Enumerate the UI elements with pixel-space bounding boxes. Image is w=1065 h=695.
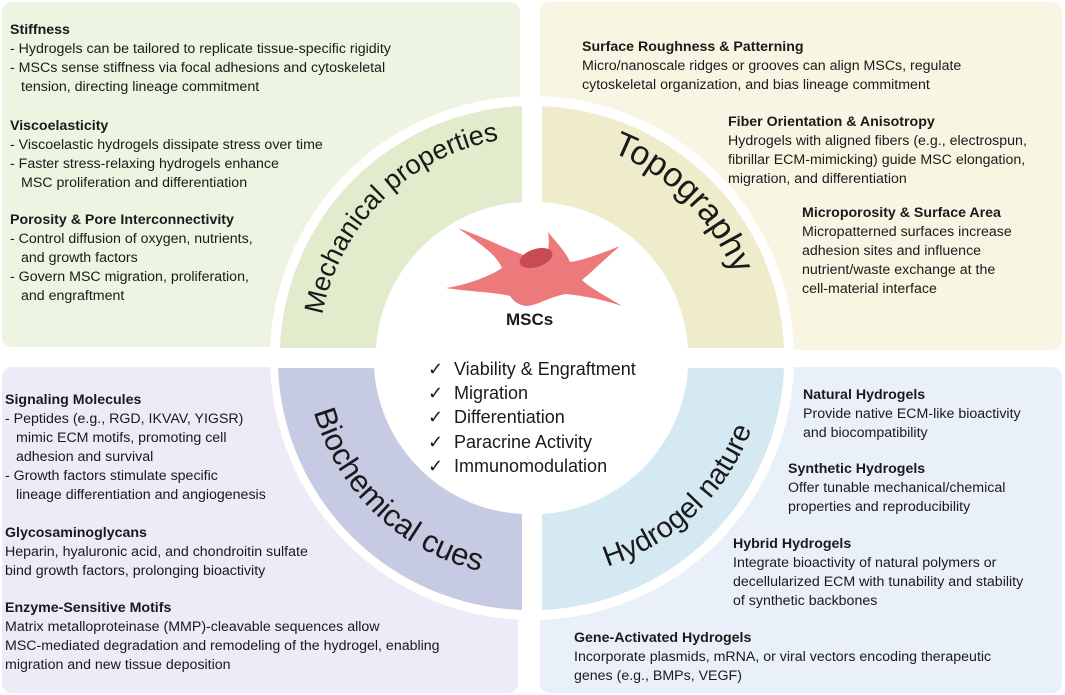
viscoelasticity-block: Viscoelasticity - Viscoelastic hydrogels…: [10, 118, 323, 191]
msc-nucleus-icon: [519, 247, 553, 269]
hybrid-hydrogels-title: Hybrid Hydrogels: [733, 536, 852, 552]
stiffness-title: Stiffness: [10, 22, 70, 38]
outcome-item: ✓Viability & Engraftment: [428, 357, 636, 381]
microporosity-title: Microporosity & Surface Area: [802, 205, 1001, 221]
hybrid-hydrogels-block: Hybrid Hydrogels Integrate bioactivity o…: [733, 536, 1024, 609]
outcome-item: ✓Differentiation: [428, 405, 636, 429]
fiber-block: Fiber Orientation & Anisotropy Hydrogels…: [728, 114, 1027, 187]
outcome-item: ✓Paracrine Activity: [428, 430, 636, 454]
enzyme-block: Enzyme-Sensitive Motifs Matrix metallopr…: [5, 600, 440, 673]
topography-arc-segment: [542, 106, 784, 348]
check-icon: ✓: [428, 431, 444, 452]
gene-hydrogels-title: Gene-Activated Hydrogels: [574, 630, 752, 646]
synthetic-hydrogels-block: Synthetic Hydrogels Offer tunable mechan…: [788, 461, 1006, 515]
signaling-block: Signaling Molecules - Peptides (e.g., RG…: [5, 392, 266, 503]
check-icon: ✓: [428, 383, 444, 404]
signaling-title: Signaling Molecules: [5, 392, 142, 408]
msc-label: MSCs: [506, 310, 554, 329]
check-icon: ✓: [428, 359, 444, 379]
mechanical-arc-segment: [280, 106, 522, 348]
gene-hydrogels-block: Gene-Activated Hydrogels Incorporate pla…: [574, 630, 992, 684]
porosity-title: Porosity & Pore Interconnectivity: [10, 212, 234, 228]
roughness-block: Surface Roughness & Patterning Micro/nan…: [582, 39, 962, 93]
gag-title: Glycosaminoglycans: [5, 525, 147, 541]
outcome-list: ✓Viability & Engraftment ✓Migration ✓Dif…: [428, 357, 636, 478]
porosity-block: Porosity & Pore Interconnectivity - Cont…: [10, 212, 253, 304]
outcome-item: ✓Migration: [428, 381, 636, 405]
viscoelasticity-title: Viscoelasticity: [10, 118, 109, 134]
ring-center: [378, 204, 686, 512]
synthetic-hydrogels-title: Synthetic Hydrogels: [788, 461, 926, 477]
fiber-title: Fiber Orientation & Anisotropy: [728, 114, 935, 130]
check-icon: ✓: [428, 407, 444, 428]
microporosity-block: Microporosity & Surface Area Micropatter…: [802, 205, 1012, 297]
enzyme-title: Enzyme-Sensitive Motifs: [5, 600, 172, 616]
natural-hydrogels-title: Natural Hydrogels: [803, 387, 926, 403]
stiffness-block: Stiffness - Hydrogels can be tailored to…: [10, 22, 391, 95]
gag-block: Glycosaminoglycans Heparin, hyaluronic a…: [5, 525, 308, 579]
roughness-title: Surface Roughness & Patterning: [582, 39, 804, 55]
natural-hydrogels-block: Natural Hydrogels Provide native ECM-lik…: [803, 387, 1021, 441]
hydrogel-arc-segment: [542, 368, 784, 610]
check-icon: ✓: [428, 455, 444, 476]
biochemical-arc-segment: [278, 368, 522, 610]
outcome-item: ✓Immunomodulation: [428, 454, 636, 478]
